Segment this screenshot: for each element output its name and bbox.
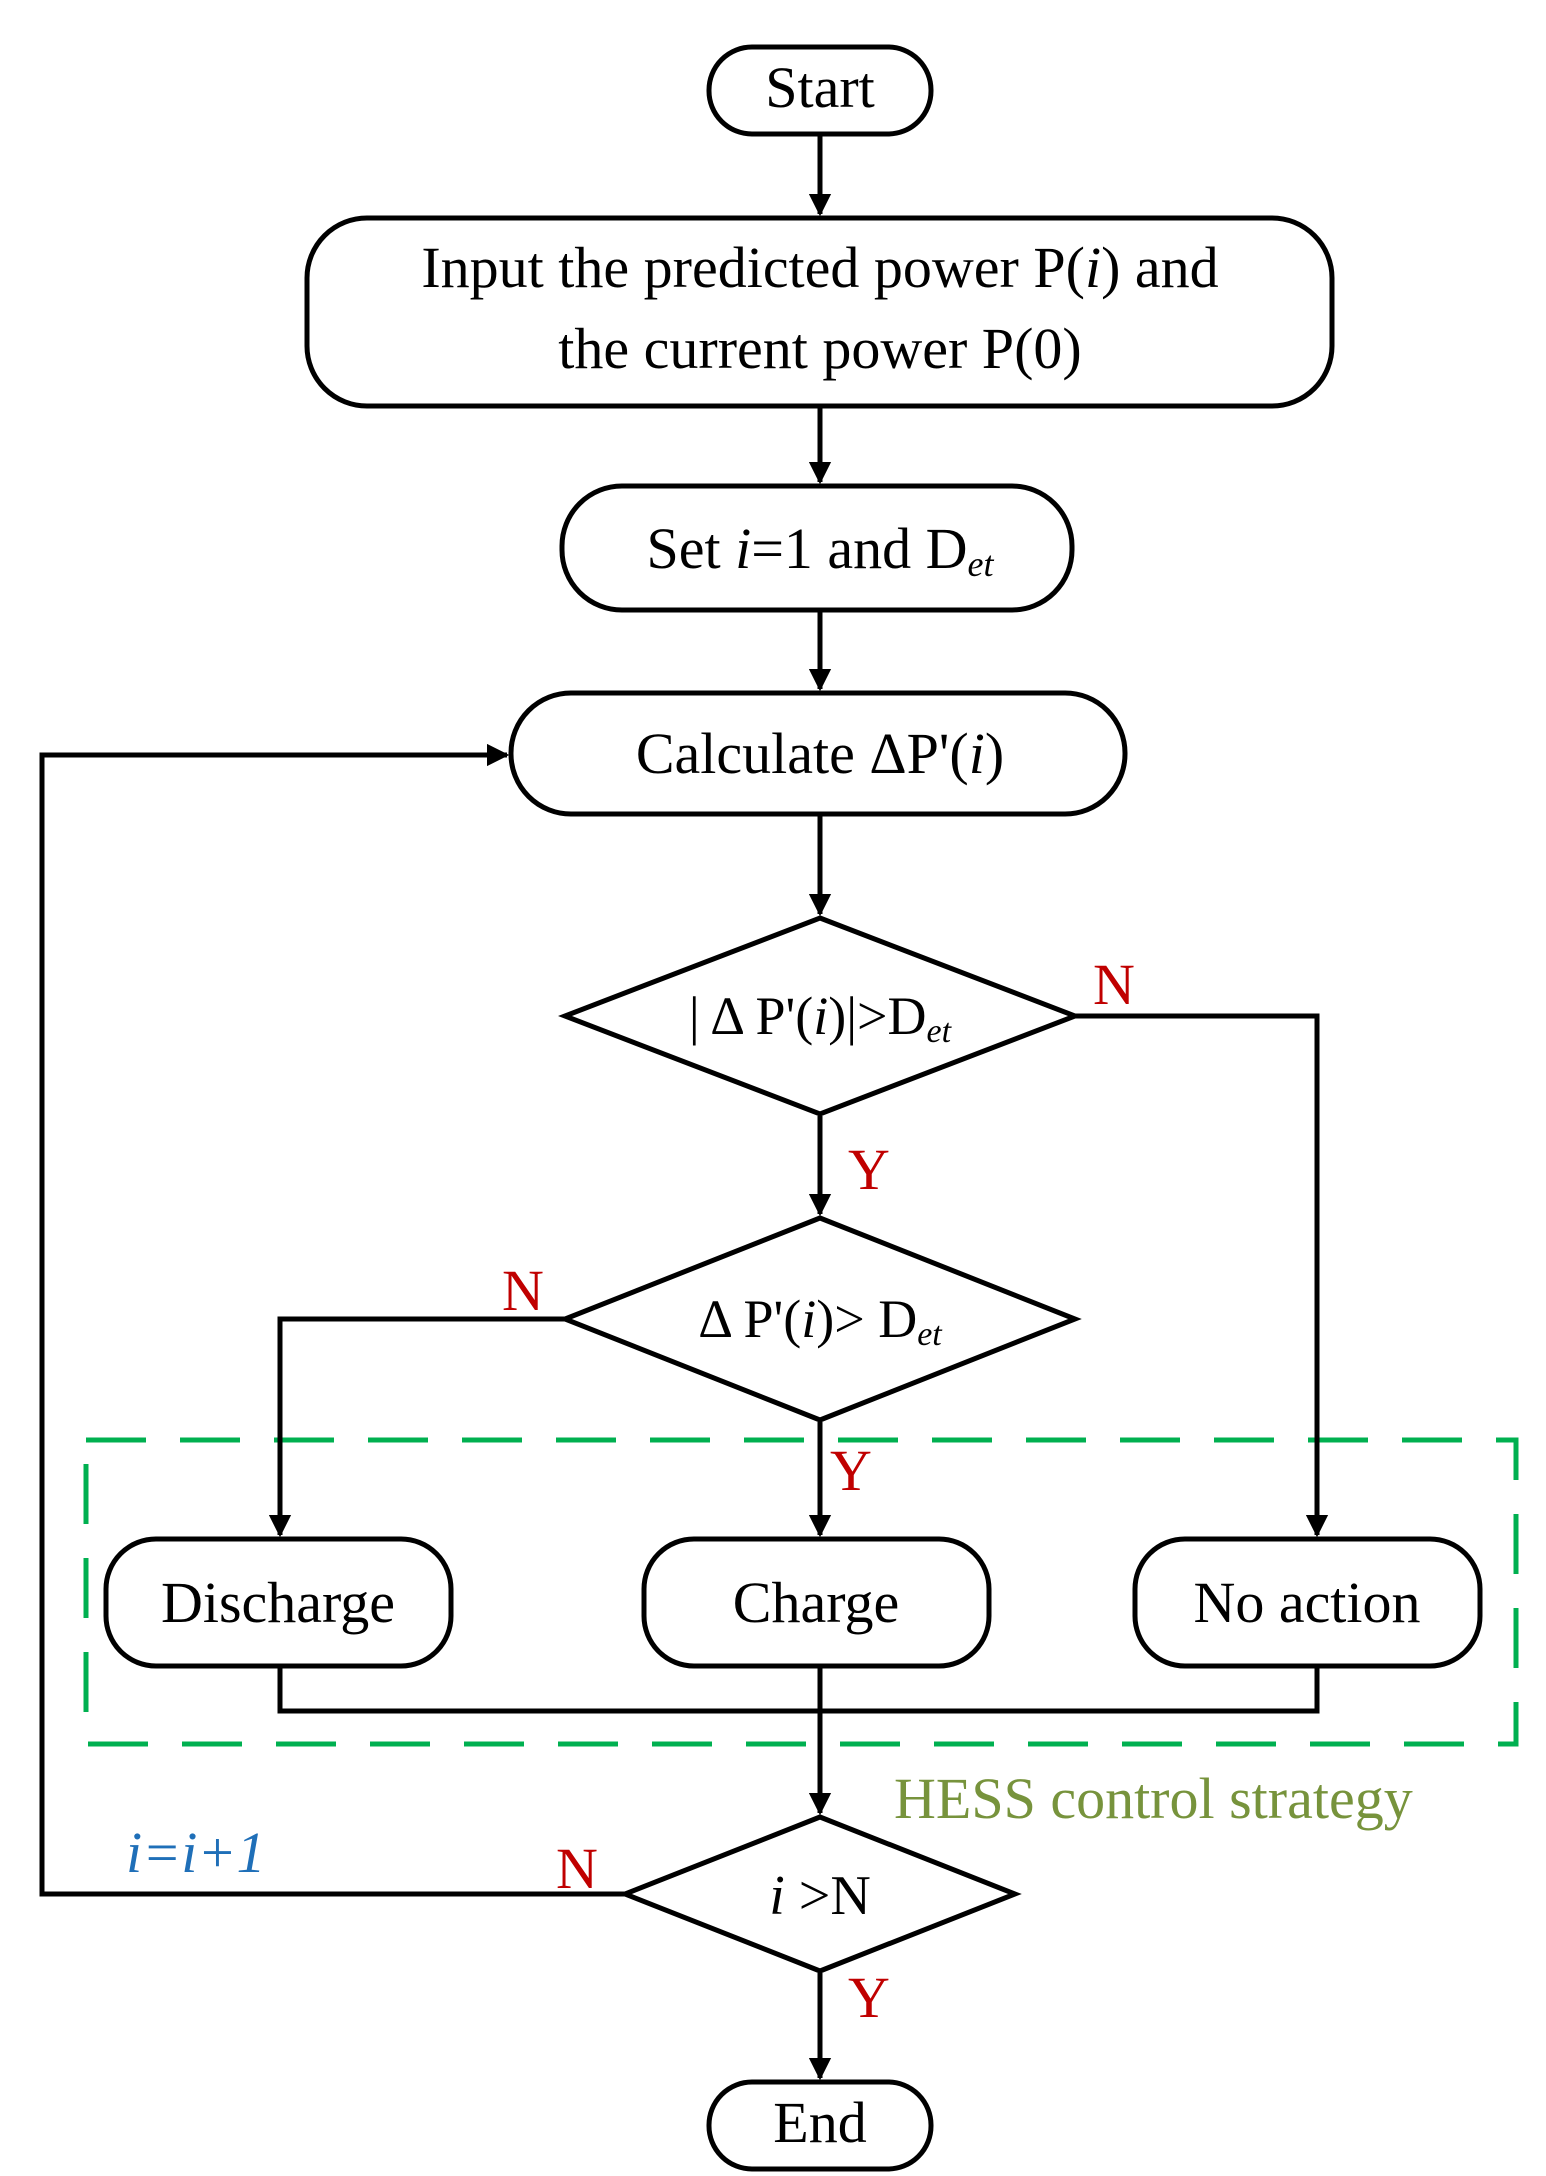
dec3-yes-label: Y (848, 1965, 890, 2030)
end-terminal (706, 2079, 934, 2172)
no-action-label: No action (1193, 1570, 1420, 1635)
decision-abs-threshold (558, 915, 1082, 1117)
start-label: Start (765, 55, 875, 120)
input-label-line2: the current power P(0) (558, 316, 1081, 381)
set-label: Set i=1 and Det (646, 516, 994, 584)
input-process (304, 215, 1335, 409)
dec2-no-label: N (502, 1258, 544, 1323)
end-label: End (773, 2090, 866, 2155)
hess-region-label: HESS control strategy (894, 1766, 1413, 1831)
decision-loop-end (618, 1814, 1022, 1974)
dec1-yes-label: Y (848, 1137, 890, 1202)
connector-dec1-no-action (1075, 1013, 1329, 1538)
set-process (559, 483, 1075, 613)
start-terminal (706, 44, 934, 137)
charge-process (641, 1536, 992, 1669)
hess-region-border (83, 1437, 1519, 1747)
dec2-yes-label: Y (830, 1438, 872, 1503)
increment-label: i=i+1 (126, 1820, 266, 1885)
decision-loop-end-label: i >N (769, 1865, 871, 1927)
connector-discharge-merge (277, 1668, 1320, 1714)
discharge-process (103, 1536, 454, 1669)
no-action-process (1132, 1536, 1483, 1669)
calculate-process (508, 690, 1128, 817)
dec1-no-label: N (1093, 952, 1135, 1017)
decision-positive-threshold-label: Δ P'(i)> Det (698, 1289, 943, 1353)
decision-abs-threshold-label: | Δ P'(i)|>Det (689, 986, 953, 1050)
charge-label: Charge (733, 1570, 899, 1635)
dec3-no-label: N (556, 1836, 598, 1901)
connector-dec2-discharge (268, 1316, 565, 1538)
decision-positive-threshold (558, 1215, 1082, 1423)
calculate-label: Calculate ΔP'(i) (636, 721, 1004, 786)
discharge-label: Discharge (161, 1570, 395, 1635)
input-label-line1: Input the predicted power P(i) and (421, 235, 1218, 300)
connector-loop-back (39, 743, 625, 1897)
